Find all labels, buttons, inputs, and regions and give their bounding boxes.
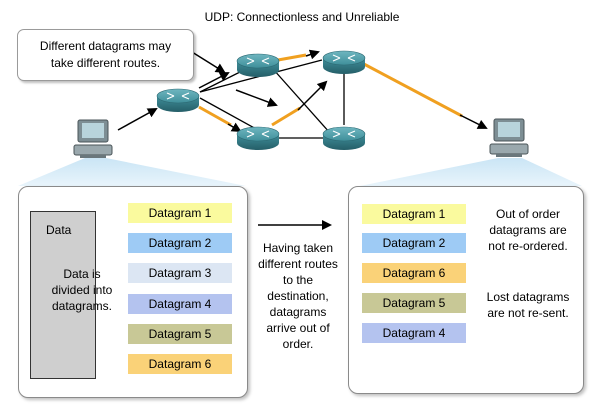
arrow-icon — [198, 72, 230, 89]
datagram-block: Datagram 1 — [128, 203, 232, 223]
divided-text: Data is divided into datagrams. — [37, 266, 127, 314]
data-block — [30, 211, 96, 379]
datagram-block: Datagram 1 — [362, 204, 466, 224]
datagram-label: Datagram 6 — [382, 266, 446, 280]
datagram-block: Datagram 3 — [128, 263, 232, 283]
arrow-icon — [227, 122, 242, 133]
router-icon — [156, 88, 200, 112]
router-icon — [236, 126, 280, 150]
router-icon — [236, 53, 280, 77]
note-line: Lost datagrams — [486, 290, 570, 304]
arrow-icon — [297, 80, 328, 111]
arrow-icon — [191, 51, 226, 74]
datagram-block: Datagram 4 — [362, 323, 466, 343]
datagram-label: Datagram 6 — [148, 357, 212, 371]
datagram-block: Datagram 5 — [128, 324, 232, 344]
datagram-label: Datagram 4 — [382, 326, 446, 340]
divided-line: divided into — [51, 283, 113, 297]
middle-line: arrive out of — [266, 321, 330, 335]
datagram-label: Datagram 3 — [148, 266, 212, 280]
datagram-block: Datagram 6 — [362, 263, 466, 283]
computer-icon — [73, 119, 113, 158]
left-beam — [18, 158, 246, 186]
arrow-icon — [117, 108, 158, 131]
orange-route — [198, 53, 463, 127]
datagram-block: Datagram 6 — [128, 354, 232, 374]
arrow-icon — [459, 114, 488, 129]
router-icon — [322, 50, 366, 74]
diagram-title: UDP: Connectionless and Unreliable — [204, 10, 400, 24]
datagram-label: Datagram 1 — [382, 207, 446, 221]
router-icon — [322, 126, 366, 150]
datagram-label: Datagram 2 — [148, 236, 212, 250]
arrow-icon — [235, 89, 278, 107]
lost-datagrams-note: Lost datagrams are not re-sent. — [478, 289, 578, 321]
callout-line: take different routes. — [50, 56, 161, 70]
datagram-label: Datagram 1 — [148, 206, 212, 220]
note-line: datagrams are — [489, 223, 567, 237]
divided-line: Data is — [63, 267, 101, 281]
right-beam — [360, 158, 582, 186]
callout-line: Different datagrams may — [39, 39, 172, 53]
datagram-label: Datagram 5 — [382, 296, 446, 310]
datagram-label: Datagram 5 — [148, 327, 212, 341]
note-line: Out of order — [495, 207, 561, 221]
datagram-block: Datagram 5 — [362, 293, 466, 313]
out-of-order-note: Out of order datagrams are not re-ordere… — [478, 206, 578, 254]
data-label: Data — [46, 223, 72, 237]
datagram-label: Datagram 4 — [148, 297, 212, 311]
middle-line: to the — [282, 273, 314, 287]
datagram-block: Datagram 2 — [362, 233, 466, 253]
divided-line: datagrams. — [51, 299, 113, 313]
middle-line: Having taken — [262, 241, 334, 255]
middle-explanation: Having taken different routes to the des… — [252, 240, 344, 352]
note-line: not re-ordered. — [488, 239, 568, 253]
routes-callout: Different datagrams may take different r… — [17, 29, 194, 81]
middle-line: order. — [282, 337, 314, 351]
computer-icon — [489, 118, 529, 157]
datagram-block: Datagram 2 — [128, 233, 232, 253]
middle-line: datagrams — [269, 305, 327, 319]
middle-line: destination, — [267, 289, 329, 303]
datagram-block: Datagram 4 — [128, 294, 232, 314]
arrow-icon — [305, 49, 320, 60]
datagram-label: Datagram 2 — [382, 236, 446, 250]
note-line: are not re-sent. — [487, 306, 569, 320]
middle-line: different routes — [258, 257, 338, 271]
